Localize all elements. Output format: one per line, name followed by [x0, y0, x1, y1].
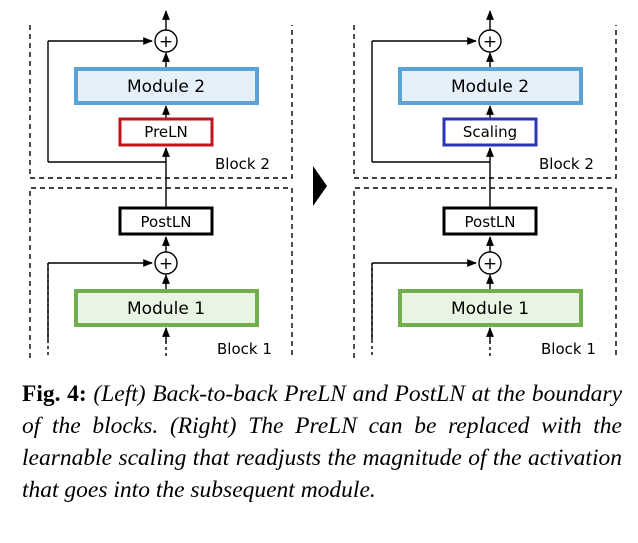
add-symbol-top: + [483, 32, 497, 52]
add-symbol-bottom: + [159, 254, 173, 274]
block-1-boundary [29, 187, 293, 358]
architecture-diagram: + Module 2 PreLN Block 2 PostLN + Module… [29, 10, 617, 358]
block-2-boundary [29, 25, 293, 179]
add-symbol-top: + [159, 32, 173, 52]
module-1-label: Module 1 [451, 299, 529, 319]
module-1-box [74, 289, 259, 327]
caption-paragraph: Fig. 4: (Left) Back-to-back PreLN and Po… [22, 378, 622, 506]
add-symbol-bottom: + [483, 254, 497, 274]
figure-caption: Fig. 4: (Left) Back-to-back PreLN and Po… [22, 378, 622, 506]
block-2-boundary [353, 25, 617, 179]
block-1-boundary [353, 187, 617, 358]
module-1-box [398, 289, 583, 327]
caption-text: (Left) Back-to-back PreLN and PostLN at … [22, 381, 623, 503]
postln-box [118, 206, 214, 236]
add-node-top [154, 29, 178, 53]
module-2-label: Module 2 [127, 77, 205, 97]
add-node-bottom [478, 251, 502, 275]
right-triangle-icon [313, 166, 327, 206]
right-panel: + Module 2 Scaling Block 2 PostLN + Modu… [353, 10, 617, 358]
module-2-box [398, 67, 583, 105]
caption-label: Fig. 4: [22, 381, 87, 407]
block-1-label: Block 1 [541, 340, 596, 358]
block-1-label: Block 1 [217, 340, 272, 358]
add-node-bottom [154, 251, 178, 275]
postln-label: PostLN [141, 213, 192, 231]
scaling-label: Scaling [463, 123, 517, 141]
postln-label: PostLN [465, 213, 516, 231]
scaling-box [442, 117, 538, 147]
preln-box [118, 117, 214, 147]
block-2-label: Block 2 [539, 155, 594, 173]
module-1-label: Module 1 [127, 299, 205, 319]
module-2-label: Module 2 [451, 77, 529, 97]
preln-label: PreLN [144, 123, 187, 141]
block-2-label: Block 2 [215, 155, 270, 173]
add-node-top [478, 29, 502, 53]
postln-box [442, 206, 538, 236]
module-2-box [74, 67, 259, 105]
left-panel: + Module 2 PreLN Block 2 PostLN + Module… [29, 10, 293, 358]
